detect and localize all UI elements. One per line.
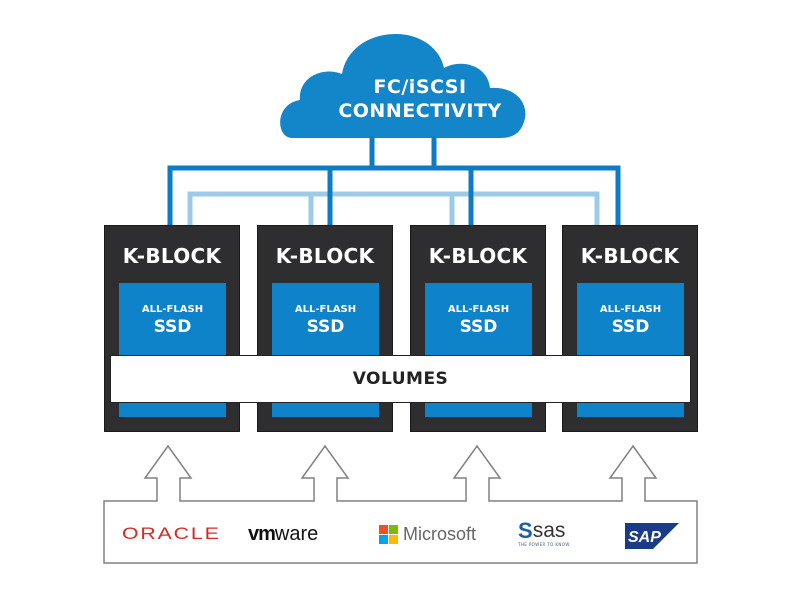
vmware-logo-bold: vm — [248, 522, 276, 545]
kblock-title: K-BLOCK — [122, 244, 222, 268]
microsoft-windows-icon — [379, 524, 398, 544]
sap-logo: SAP — [625, 521, 679, 551]
applications-arrow-outline — [103, 444, 698, 564]
kblock-title: K-BLOCK — [580, 244, 680, 268]
cloud-title-line1: FC/iSCSI — [373, 76, 467, 98]
sas-swirl-icon: S — [518, 518, 533, 543]
kblock-title: K-BLOCK — [428, 244, 528, 268]
sap-logo-shape: SAP — [625, 523, 679, 549]
sap-logo-text: SAP — [628, 529, 661, 546]
sas-logo-text: sas — [532, 519, 566, 542]
microsoft-logo: Microsoft — [379, 519, 476, 549]
secondary-bus-line — [187, 191, 600, 226]
ssd-subtitle: ALL-FLASH — [294, 304, 357, 315]
ssd-label: SSD — [306, 317, 345, 337]
ssd-subtitle: ALL-FLASH — [141, 304, 204, 315]
oracle-logo: ORACLE — [122, 519, 221, 549]
ssd-label: SSD — [611, 317, 650, 337]
cloud-shape — [280, 34, 526, 138]
primary-bus-line — [167, 165, 621, 226]
microsoft-logo-text: Microsoft — [403, 523, 477, 544]
ssd-label: SSD — [459, 317, 498, 337]
sas-tagline: THE POWER TO KNOW. — [518, 542, 571, 547]
primary-connector-lines — [167, 136, 621, 226]
secondary-connector-lines — [187, 191, 600, 226]
ssd-label: SSD — [153, 317, 192, 337]
kblock-title: K-BLOCK — [275, 244, 375, 268]
volumes-bar: VOLUMES — [110, 355, 691, 403]
vmware-logo-rest: ware — [274, 522, 319, 545]
volumes-label: VOLUMES — [352, 369, 449, 389]
sas-logo: S sas THE POWER TO KNOW. — [518, 518, 571, 552]
ssd-subtitle: ALL-FLASH — [599, 304, 662, 315]
ssd-subtitle: ALL-FLASH — [447, 304, 510, 315]
cloud-title-line2: CONNECTIVITY — [338, 100, 502, 122]
oracle-logo-text: ORACLE — [122, 524, 221, 543]
